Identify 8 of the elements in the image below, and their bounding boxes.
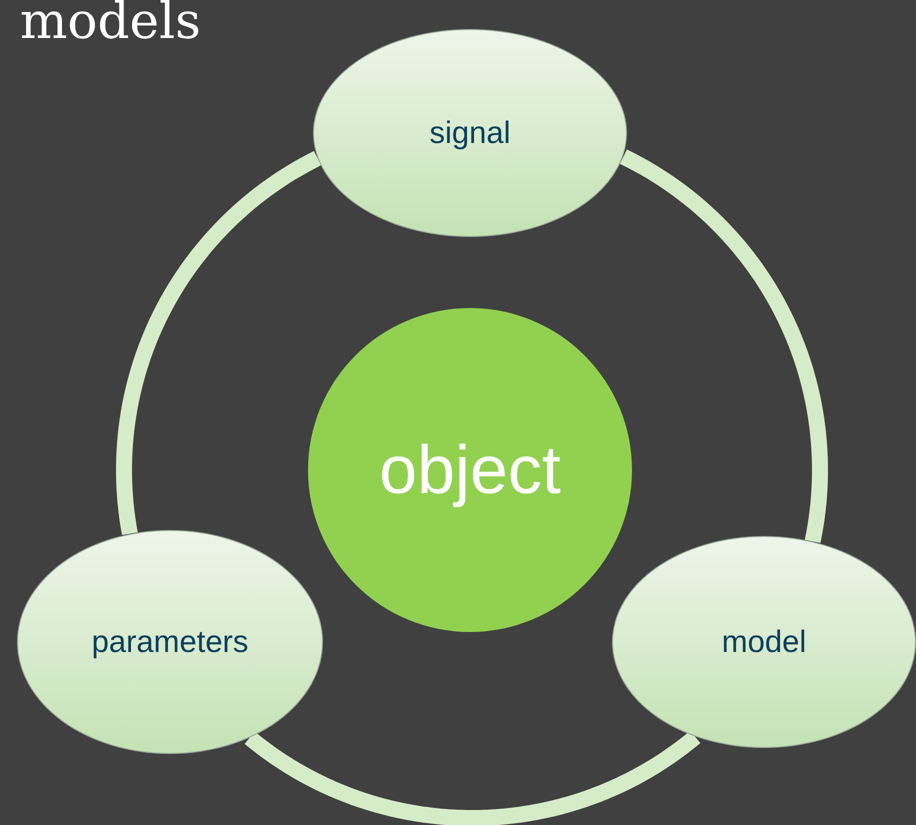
connector-arc — [244, 730, 700, 825]
node-label: model — [722, 624, 806, 660]
node-label: object — [379, 431, 561, 509]
title: models — [20, 0, 201, 50]
connector-arc — [116, 151, 322, 535]
connector-arc — [620, 149, 828, 543]
node-label: parameters — [92, 624, 248, 660]
node-label: signal — [430, 115, 510, 151]
